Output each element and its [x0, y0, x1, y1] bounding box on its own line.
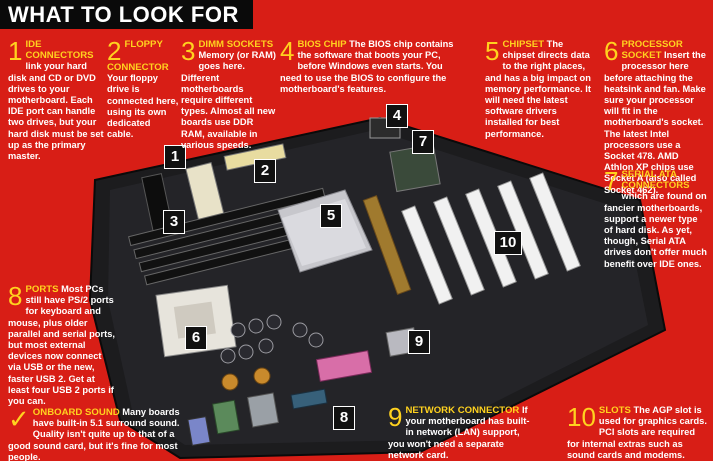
audio-ports — [187, 416, 211, 446]
callout-heading: SLOTS — [598, 405, 631, 416]
callout-number: 3 — [181, 36, 196, 66]
check-icon: ✓ — [8, 404, 30, 434]
parallel-port — [315, 350, 373, 382]
callout-number: 9 — [388, 402, 403, 432]
marker-7: 7 — [412, 130, 434, 154]
callout-heading: PORTS — [25, 284, 59, 295]
callout-body: Your floppy drive is connected here, usi… — [107, 73, 179, 140]
callout-heading: CHIPSET — [502, 39, 545, 50]
callout-body: Memory (or RAM) goes here. Different mot… — [181, 50, 276, 150]
callout-body: Many boards have built-in 5.1 surround s… — [8, 407, 180, 461]
callout-heading: ONBOARD SOUND — [32, 407, 120, 418]
marker-10: 10 — [494, 231, 522, 255]
marker-5: 5 — [320, 204, 342, 228]
callout-body: The AGP slot is used for graphics cards.… — [567, 405, 707, 460]
marker-8: 8 — [333, 406, 355, 430]
callout-heading: FLOPPY CONNECTOR — [107, 39, 169, 73]
callout-heading: IDE CONNECTORS — [25, 39, 94, 62]
callout-onboard-sound: ✓ONBOARD SOUND Many boards have built-in… — [8, 404, 198, 461]
callout-number: 7 — [604, 166, 619, 196]
callout-body: link your hard disk and CD or DVD drives… — [8, 61, 104, 162]
callout-number: 5 — [485, 36, 500, 66]
usb-ports — [247, 392, 279, 428]
callout-heading: DIMM SOCKETS — [198, 39, 274, 50]
callout-heading: NETWORK CONNECTOR — [405, 405, 520, 416]
agp-slot — [362, 194, 412, 296]
callout-number: 10 — [567, 402, 596, 432]
marker-9: 9 — [408, 330, 430, 354]
callout-number: 4 — [280, 36, 295, 66]
callout-body: Most PCs still have PS/2 ports for keybo… — [8, 284, 115, 407]
chip-under-marker-7 — [389, 143, 441, 193]
capacitors — [220, 314, 324, 364]
page-title: WHAT TO LOOK FOR — [0, 0, 253, 29]
callout-body: which are found on fancier motherboards,… — [604, 191, 707, 269]
inductors — [221, 367, 271, 391]
callout-body: The BIOS chip contains the software that… — [280, 39, 454, 94]
callout-number: 6 — [604, 36, 619, 66]
callout-heading: BIOS CHIP — [297, 39, 347, 50]
callout-heading: SERIAL ATA CONNECTORS — [621, 169, 690, 192]
marker-2: 2 — [254, 159, 276, 183]
callout-number: 2 — [107, 36, 122, 66]
ps2-ports — [211, 399, 241, 435]
callout-body: If your motherboard has built-in network… — [388, 405, 530, 460]
serial-port — [290, 388, 328, 410]
pci-slots — [401, 172, 581, 305]
marker-6: 6 — [185, 326, 207, 350]
marker-1: 1 — [164, 145, 186, 169]
callout-number: 1 — [8, 36, 23, 66]
callout-body: The chipset directs data to the right pl… — [485, 39, 591, 139]
marker-3: 3 — [163, 210, 185, 234]
callout-number: 8 — [8, 281, 23, 311]
callout-body: Insert the processor here before attachi… — [604, 50, 706, 195]
chipset-heatsink — [277, 189, 373, 273]
callout-heading: PROCESSOR SOCKET — [621, 39, 683, 62]
marker-4: 4 — [386, 104, 408, 128]
